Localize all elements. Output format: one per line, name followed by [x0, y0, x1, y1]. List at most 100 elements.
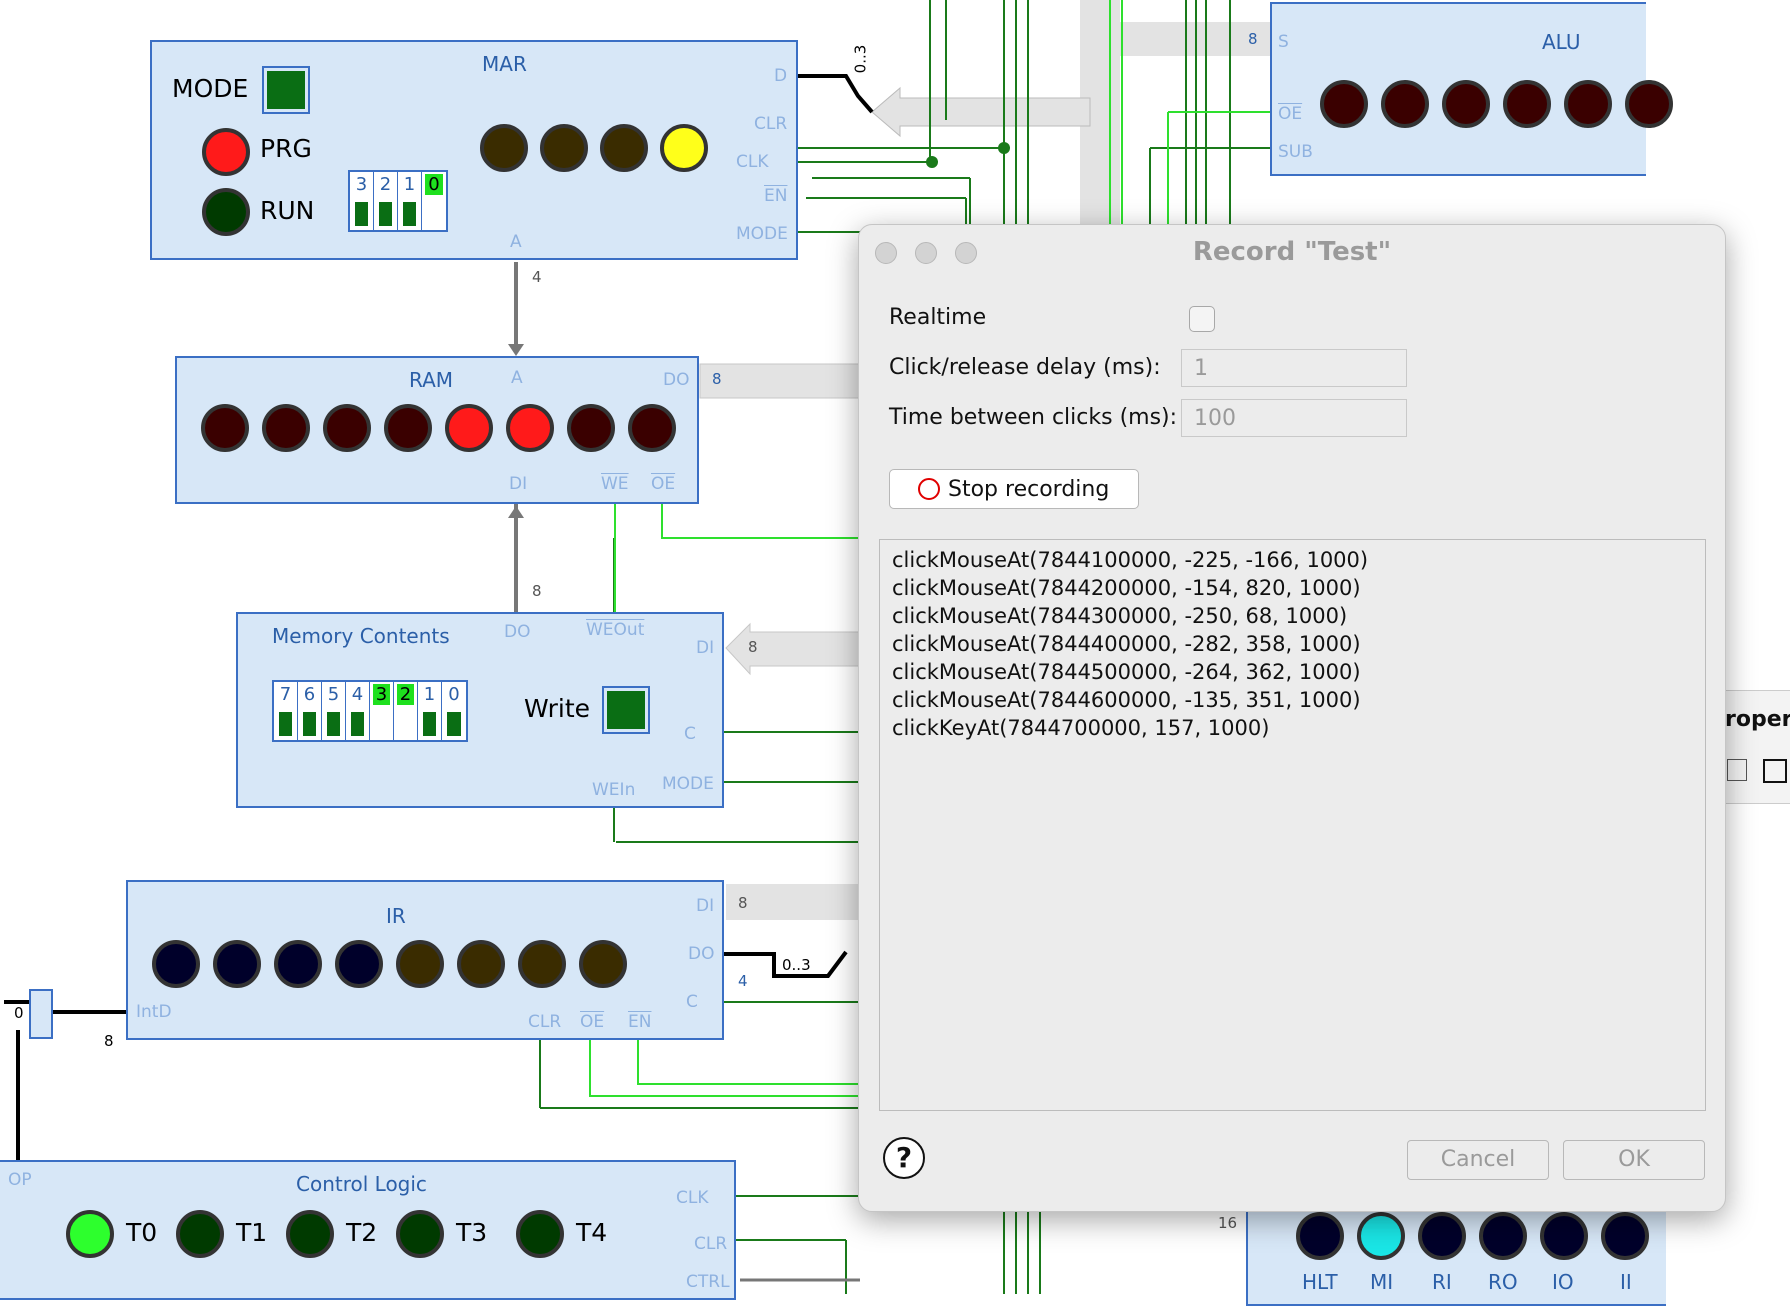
- control-pin-op: OP: [8, 1170, 32, 1190]
- tree-view-icon[interactable]: [1727, 759, 1747, 781]
- mem-pin-mode: MODE: [662, 774, 714, 794]
- stop-recording-label: Stop recording: [948, 476, 1110, 502]
- alu-component[interactable]: ALU S OE SUB: [1270, 2, 1673, 176]
- t0-led: [66, 1210, 114, 1258]
- mar-split-label: 0..3: [851, 44, 870, 74]
- mode-switch[interactable]: [262, 66, 310, 114]
- ram-do-width: 8: [712, 370, 722, 388]
- cancel-button[interactable]: Cancel: [1407, 1140, 1549, 1180]
- log-line: clickMouseAt(7844200000, -154, 820, 1000…: [892, 576, 1361, 600]
- mem-dip-5[interactable]: 5: [322, 682, 346, 740]
- mar-dip-3[interactable]: 3: [350, 172, 374, 230]
- ram-led-1: [567, 404, 615, 452]
- mem-dip-1[interactable]: 1: [418, 682, 442, 740]
- log-line: clickMouseAt(7844100000, -225, -166, 100…: [892, 548, 1369, 572]
- recorded-events-log[interactable]: clickMouseAt(7844100000, -225, -166, 100…: [879, 539, 1706, 1111]
- alu-led-3: [1564, 80, 1612, 128]
- mar-dip-switch[interactable]: 3 2 1 0: [348, 170, 448, 232]
- mar-pin-en: EN: [764, 186, 788, 206]
- ir-do-width: 4: [738, 972, 748, 990]
- alu-s-width: 8: [1248, 30, 1258, 48]
- zoom-window-button[interactable]: [955, 242, 977, 264]
- help-button[interactable]: ?: [883, 1137, 925, 1179]
- mar-led-2: [540, 124, 588, 172]
- click-delay-input[interactable]: [1181, 349, 1407, 387]
- ram-pin-we: WE: [601, 474, 629, 494]
- mem-dip-6[interactable]: 6: [298, 682, 322, 740]
- alu-pin-s: S: [1278, 32, 1289, 52]
- mode-label: MODE: [172, 74, 249, 103]
- alu-led-7: [1320, 80, 1368, 128]
- realtime-checkbox[interactable]: [1189, 306, 1215, 332]
- memory-contents-component[interactable]: Memory Contents DO WEOut DI 7 6 5 4 3 2 …: [236, 612, 724, 808]
- mem-dip-4[interactable]: 4: [346, 682, 370, 740]
- close-window-button[interactable]: [875, 242, 897, 264]
- mar-dip-2[interactable]: 2: [374, 172, 398, 230]
- ir-di-width: 8: [738, 894, 748, 912]
- t2-label: T2: [346, 1218, 378, 1247]
- ram-led-7: [201, 404, 249, 452]
- ir-led-6: [213, 940, 261, 988]
- mar-component[interactable]: MAR MODE PRG RUN 3 2 1 0 D CLR CLK EN MO…: [150, 40, 798, 260]
- ir-split-label: 0..3: [782, 956, 811, 974]
- mar-led-1: [600, 124, 648, 172]
- ram-pin-oe: OE: [651, 474, 676, 494]
- run-label: RUN: [260, 196, 315, 225]
- list-view-icon[interactable]: [1763, 759, 1787, 783]
- t4-label: T4: [576, 1218, 608, 1247]
- control-logic-component[interactable]: Control Logic OP CLK CLR CTRL T0 T1 T2 T…: [0, 1160, 736, 1300]
- minimize-window-button[interactable]: [915, 242, 937, 264]
- mem-pin-di: DI: [696, 638, 715, 658]
- ro-label: RO: [1488, 1270, 1518, 1294]
- mar-a-width: 4: [532, 268, 542, 286]
- ram-led-4: [384, 404, 432, 452]
- properties-panel: ropert: [1720, 690, 1790, 804]
- realtime-label: Realtime: [889, 305, 987, 330]
- mem-pin-wein: WEIn: [592, 780, 636, 800]
- record-dialog[interactable]: Record "Test" Realtime Click/release del…: [858, 224, 1726, 1212]
- hlt-label: HLT: [1302, 1270, 1338, 1294]
- stop-recording-button[interactable]: Stop recording: [889, 469, 1139, 509]
- ir-pin-en: EN: [628, 1012, 652, 1032]
- mem-dip-0[interactable]: 0: [442, 682, 466, 740]
- time-between-input[interactable]: [1181, 399, 1407, 437]
- alu-led-4: [1503, 80, 1551, 128]
- ram-led-6: [262, 404, 310, 452]
- mar-dip-1[interactable]: 1: [398, 172, 422, 230]
- log-line: clickMouseAt(7844400000, -282, 358, 1000…: [892, 632, 1361, 656]
- ir-title: IR: [386, 904, 406, 928]
- write-button[interactable]: [602, 686, 650, 734]
- ram-pin-di: DI: [509, 474, 528, 494]
- control-signals-component[interactable]: HLT MI RI RO IO II: [1246, 1196, 1666, 1306]
- ram-led-2: [506, 404, 554, 452]
- ir-component[interactable]: IR DI DO IntD C CLR OE EN: [126, 880, 724, 1040]
- ram-component[interactable]: RAM A DO DI WE OE: [175, 356, 699, 504]
- alu-led-5: [1442, 80, 1490, 128]
- mi-led: [1357, 1212, 1405, 1260]
- alu-pin-sub: SUB: [1278, 142, 1313, 162]
- t1-label: T1: [236, 1218, 268, 1247]
- mar-title: MAR: [482, 52, 527, 76]
- mar-dip-0[interactable]: 0: [422, 172, 446, 230]
- t2-led: [286, 1210, 334, 1258]
- t3-label: T3: [456, 1218, 488, 1247]
- ir-pin-do: DO: [688, 944, 715, 964]
- ok-button[interactable]: OK: [1563, 1140, 1705, 1180]
- prg-label: PRG: [260, 134, 312, 163]
- mem-dip-2[interactable]: 2: [394, 682, 418, 740]
- mar-pin-clr: CLR: [754, 114, 788, 134]
- memory-dip-switch[interactable]: 7 6 5 4 3 2 1 0: [272, 680, 468, 742]
- write-label: Write: [524, 694, 591, 723]
- record-icon: [918, 478, 940, 500]
- mem-di-width: 8: [748, 638, 758, 656]
- properties-title: ropert: [1725, 707, 1790, 732]
- mem-dip-3[interactable]: 3: [370, 682, 394, 740]
- control-pin-ctrl: CTRL: [686, 1272, 730, 1292]
- ir-led-4: [335, 940, 383, 988]
- mem-dip-7[interactable]: 7: [274, 682, 298, 740]
- memory-contents-title: Memory Contents: [272, 624, 450, 648]
- ir-led-3: [396, 940, 444, 988]
- ram-di-width: 8: [532, 582, 542, 600]
- ri-led: [1418, 1212, 1466, 1260]
